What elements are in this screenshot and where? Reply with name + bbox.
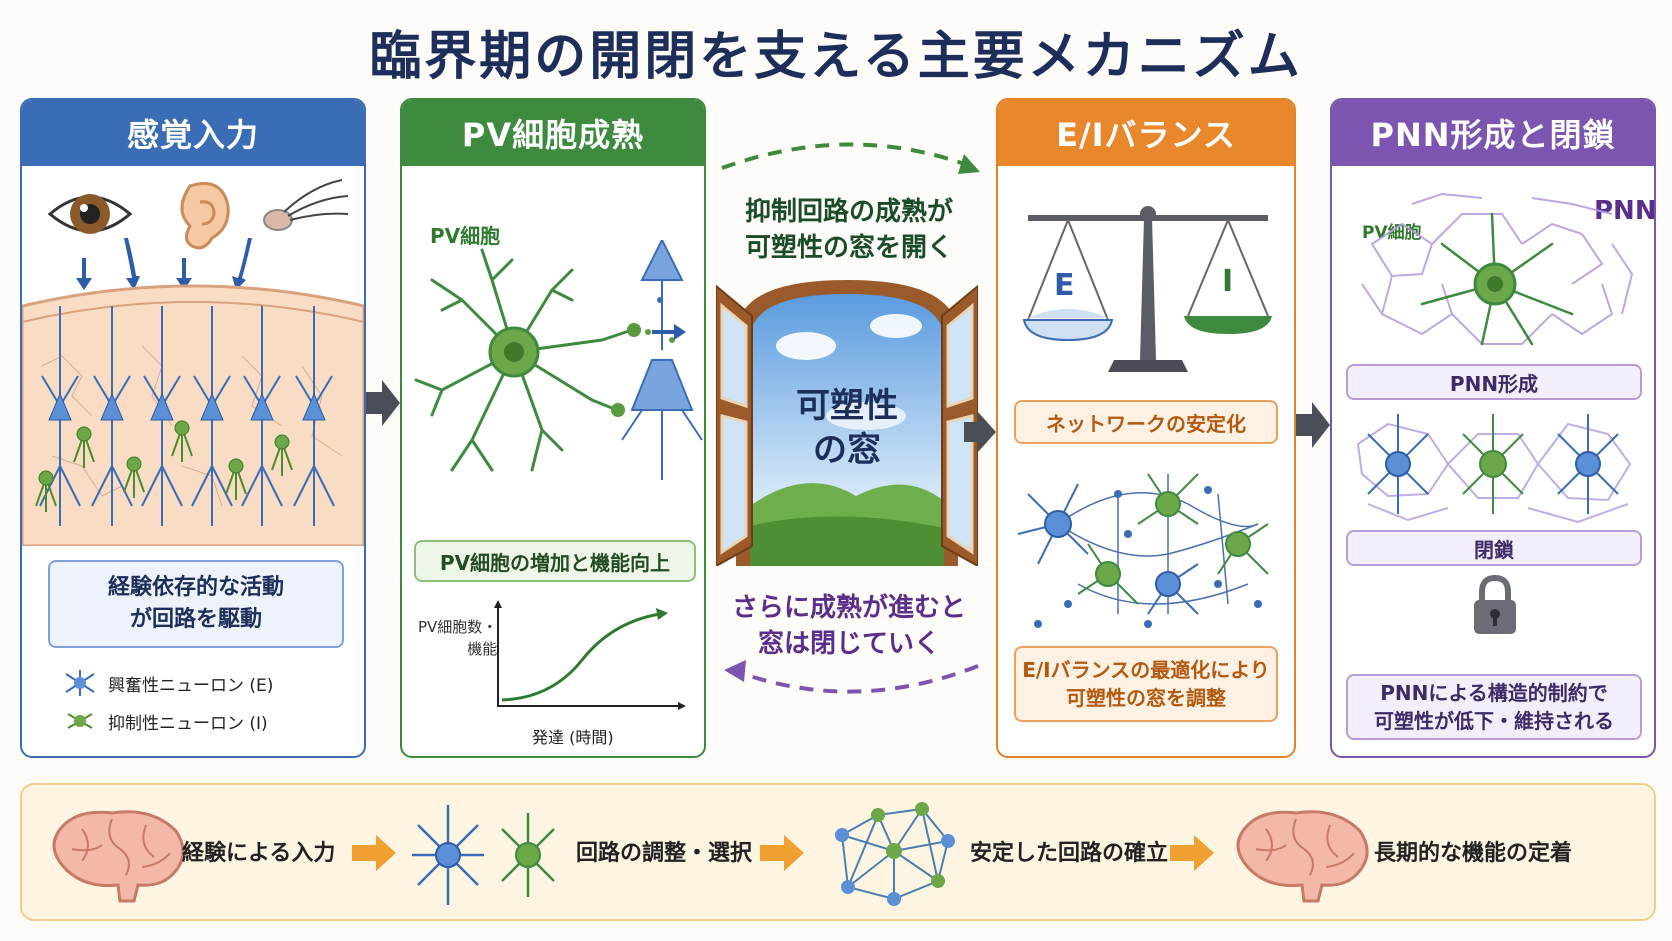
closing-arc-arrow — [724, 660, 979, 694]
sensory-input-panel: 感覚入力 — [20, 98, 366, 758]
sensory-panel-header: 感覚入力 — [22, 100, 364, 166]
excitatory-neuron-body — [48, 392, 72, 421]
neurons-icon — [412, 805, 555, 905]
legend-inhibitory-label: 抑制性ニューロン (I) — [108, 713, 268, 734]
flow-step-1: 経験による入力 — [182, 841, 336, 866]
excitatory-neuron-body — [100, 392, 124, 421]
window-opening-caption: 抑制回路の成熟が 可塑性の窓を開く — [744, 197, 953, 263]
sensory-illustration — [22, 179, 364, 546]
pv-maturation-panel: PV細胞成熟 PV細胞 PV細胞の増加と機能向上 PV細胞数・ 機 — [400, 98, 706, 758]
right-arrow-icon — [366, 380, 400, 426]
orange-arrow-icon — [760, 835, 804, 871]
touch-icon — [263, 179, 349, 231]
pnn-closure-panel: PNN形成と閉鎖 PV細胞 PNN PNN形成 — [1330, 98, 1656, 758]
window-label: 可塑性 の窓 — [796, 386, 898, 470]
inhibitory-neuron-icon — [67, 713, 93, 729]
brain-icon — [52, 810, 185, 903]
inhibitory-neuron-body — [126, 456, 142, 472]
pnn-constraint-box: PNNによる構造的制約で 可塑性が低下・維持される — [1346, 674, 1642, 740]
pv-cell-label: PV細胞 — [430, 224, 501, 248]
inhibitory-neuron-body — [274, 434, 290, 450]
excitatory-neuron-body — [250, 392, 274, 421]
excitatory-neuron-body — [200, 392, 224, 421]
opening-arc-arrow — [721, 142, 980, 174]
input-arrows — [76, 238, 252, 290]
orange-arrow-icon — [1170, 835, 1214, 871]
pv-graph-xlabel: 発達 (時間) — [532, 728, 614, 747]
inhibitory-neuron-body — [76, 426, 92, 442]
excitatory-neuron-body — [302, 392, 326, 421]
bottom-flow-bar: 経験による入力 回路の調整・選択 安定した回路の確立 — [20, 783, 1656, 921]
network-stability-box: ネットワークの安定化 — [1014, 400, 1278, 444]
legend-excitatory-label: 興奮性ニューロン (E) — [108, 675, 274, 696]
pv-graph-ylabel: PV細胞数・ 機能 — [418, 618, 498, 658]
excitatory-neuron-body — [150, 392, 174, 421]
pv-growth-graph — [494, 600, 686, 710]
inhibitory-neuron-body — [38, 470, 54, 486]
flow-step-3: 安定した回路の確立 — [970, 841, 1169, 866]
page-title: 臨界期の開閉を支える主要メカニズム — [369, 27, 1303, 87]
eye-icon — [47, 194, 133, 234]
legend-inhibitory: 抑制性ニューロン (I) — [62, 708, 268, 734]
pv-panel-header: PV細胞成熟 — [402, 100, 704, 166]
closure-box: 閉鎖 — [1346, 530, 1642, 566]
balance-scale-icon — [1022, 206, 1272, 372]
ear-icon — [180, 182, 230, 250]
pv-cell-illustration — [414, 240, 703, 480]
pnn-mesh-illustration — [1361, 192, 1634, 346]
network-icon — [835, 802, 955, 906]
right-arrow-icon — [964, 412, 996, 452]
ei-optimization-box: E/Iバランスの最適化により 可塑性の窓を調整 — [1014, 646, 1278, 722]
scale-e-label: E — [1054, 268, 1075, 303]
pnn-panel-header: PNN形成と閉鎖 — [1332, 100, 1654, 166]
ei-balance-panel: E/Iバランス E I ネットワークの安定化 — [996, 98, 1296, 758]
inhibitory-neuron-body — [228, 458, 244, 474]
right-arrow-icon — [1296, 402, 1330, 448]
lock-icon — [1474, 574, 1516, 634]
brain-icon — [1236, 810, 1369, 903]
excitatory-cell-icon — [621, 240, 703, 480]
neural-network-illustration — [1017, 473, 1269, 628]
ei-panel-header: E/Iバランス — [998, 100, 1294, 166]
sensory-summary-box: 経験依存的な活動 が回路を駆動 — [48, 560, 344, 648]
pnn-formation-box: PNN形成 — [1346, 364, 1642, 400]
pv-summary-box: PV細胞の増加と機能向上 — [414, 540, 696, 582]
flow-step-4: 長期的な機能の定着 — [1374, 841, 1573, 866]
inhibitory-neuron-body — [174, 420, 190, 436]
pnn-enclosed-cells-illustration — [1356, 414, 1632, 524]
orange-arrow-icon — [352, 835, 396, 871]
scale-i-label: I — [1222, 264, 1234, 299]
plasticity-window-illustration — [716, 280, 978, 566]
excitatory-neuron-icon — [65, 670, 95, 696]
window-closing-caption: さらに成熟が進むと 窓は閉じていく — [731, 593, 966, 659]
flow-step-2: 回路の調整・選択 — [576, 841, 753, 866]
legend-excitatory: 興奮性ニューロン (E) — [62, 670, 273, 696]
